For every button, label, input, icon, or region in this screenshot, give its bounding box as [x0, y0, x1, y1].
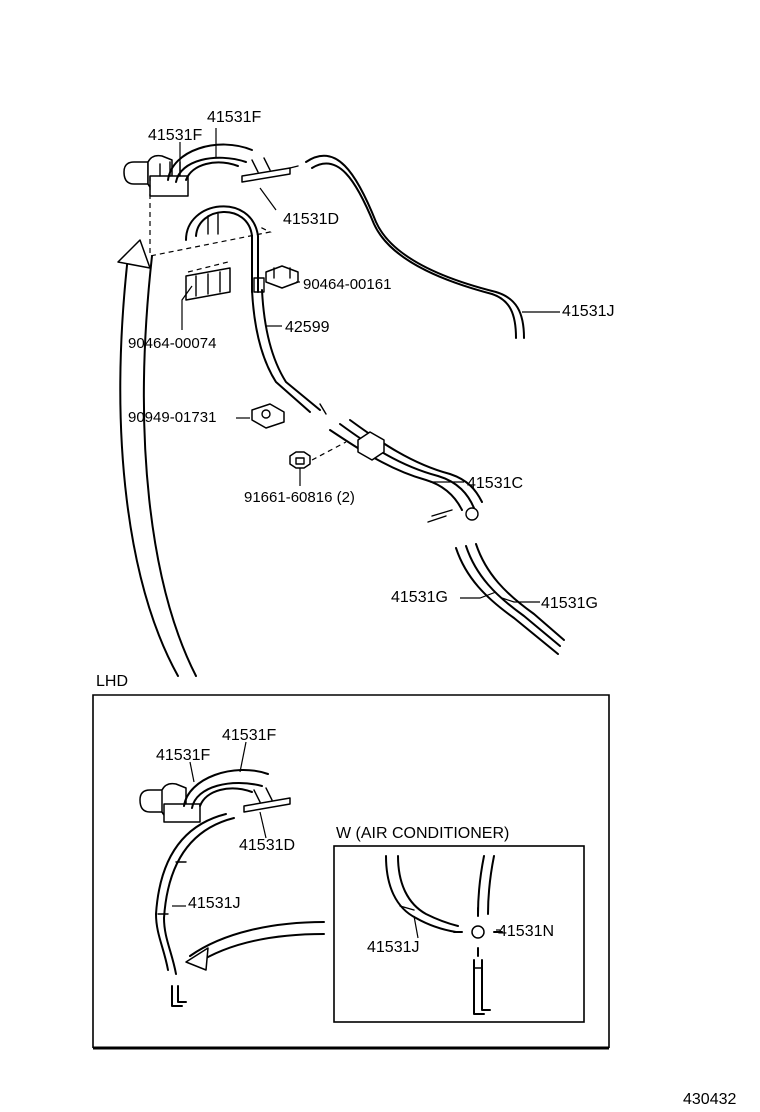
diagram-id: 430432 — [683, 1091, 736, 1108]
clip-90464-00074 — [185, 261, 231, 301]
clamp-90949-01731 — [251, 403, 285, 429]
lhd-label-41531j: 41531J — [188, 895, 241, 912]
label-41531d: 41531D — [283, 211, 339, 228]
lhd-arrow-head-icon — [185, 947, 209, 971]
lhd-reference-arrow — [119, 255, 179, 677]
label-42599: 42599 — [285, 319, 330, 336]
connector-41531n-icon — [471, 925, 485, 939]
label-41531g-right: 41531G — [541, 595, 598, 612]
label-90949-01731: 90949-01731 — [128, 409, 216, 426]
lhd-label-41531f-upper: 41531F — [222, 727, 276, 744]
label-41531g-left: 41531G — [391, 589, 448, 606]
leader-lines — [179, 128, 560, 603]
hose-41531j-inner — [311, 162, 517, 339]
label-41531c: 41531C — [467, 475, 523, 492]
label-41531j: 41531J — [562, 303, 615, 320]
clip-90464-00161 — [265, 265, 299, 289]
ac-label-41531j: 41531J — [367, 939, 420, 956]
hose-41531f-upper — [167, 143, 253, 183]
ac-label-41531n: 41531N — [498, 923, 554, 940]
hose-41531g — [455, 543, 565, 655]
arrow-head-icon — [117, 239, 151, 269]
bolt-91661-60816 — [289, 441, 347, 469]
ac-inset-title: W (AIR CONDITIONER) — [336, 825, 509, 842]
hose-42599 — [251, 277, 327, 415]
main-assembly: 41531F 41531F 41531D 90464-00161 41531J … — [117, 109, 615, 677]
label-41531f-lower: 41531F — [148, 127, 202, 144]
bracket-outline — [149, 176, 272, 257]
ac-inset-frame — [333, 845, 585, 1023]
label-90464-00161: 90464-00161 — [303, 276, 391, 293]
label-91661-60816: 91661-60816 (2) — [244, 489, 355, 506]
hose-41531j — [305, 154, 525, 339]
label-41531f-upper: 41531F — [207, 109, 261, 126]
lhd-title: LHD — [96, 673, 128, 690]
label-90464-00074: 90464-00074 — [128, 335, 216, 352]
lhd-assembly — [139, 741, 325, 1007]
lhd-label-41531d: 41531D — [239, 837, 295, 854]
pipe-bundle-41531c — [329, 419, 483, 523]
lhd-frame — [92, 694, 610, 1050]
tee-41531d — [241, 157, 299, 183]
lhd-label-41531f-lower: 41531F — [156, 747, 210, 764]
hose-41531f-lower — [185, 205, 259, 293]
ac-inset-assembly — [385, 855, 503, 1015]
